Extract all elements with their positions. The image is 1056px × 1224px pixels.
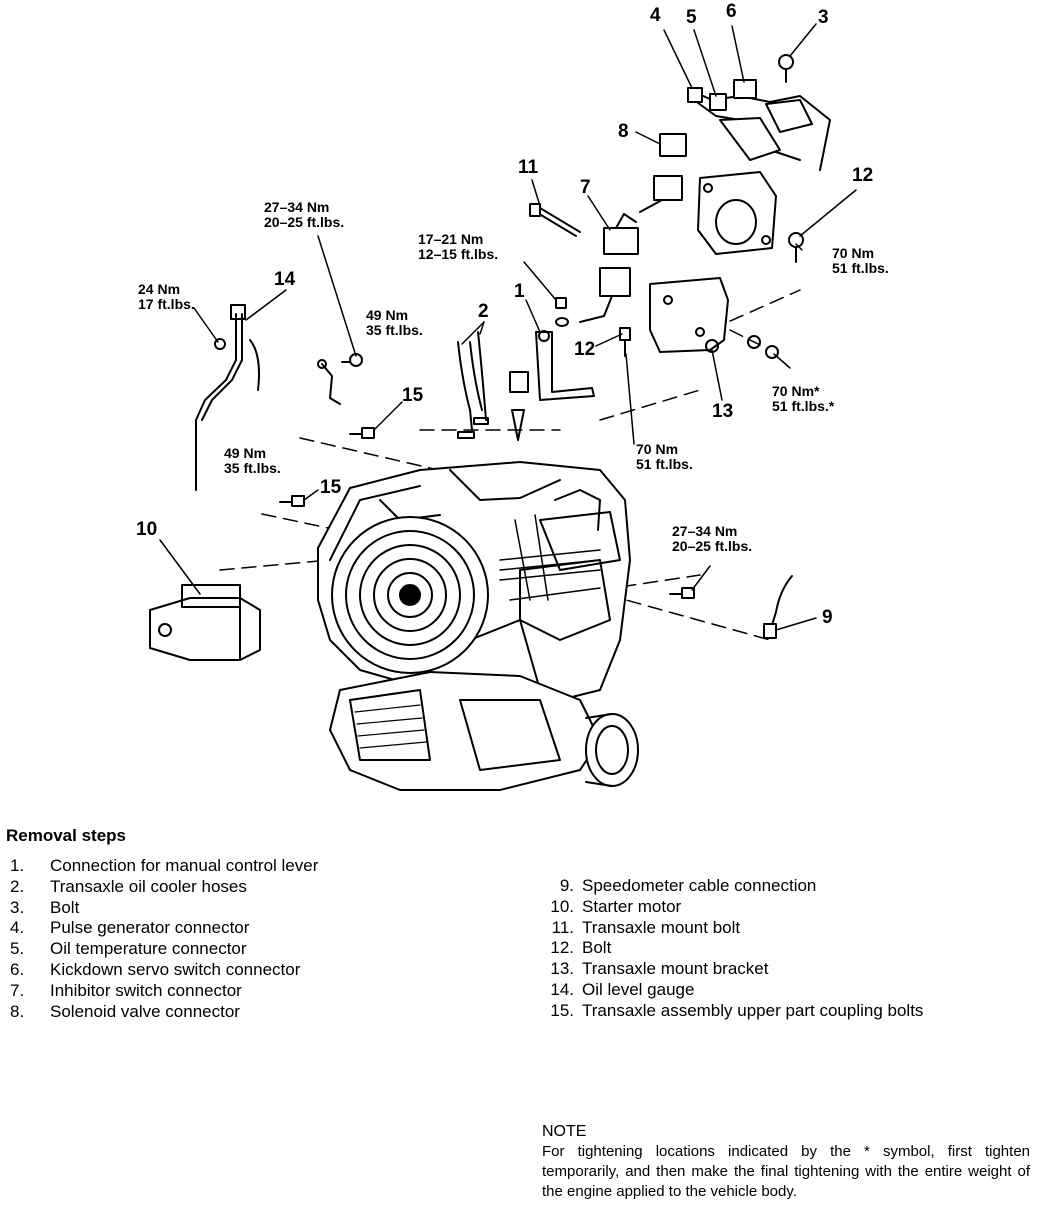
list-item: 4.Pulse generator connector <box>10 918 250 938</box>
bolt-12-upper <box>788 232 804 263</box>
bolt-3 <box>778 54 794 83</box>
bracket-bolt-27-34-upper <box>341 353 363 367</box>
clip <box>317 359 341 405</box>
bolt-15-lower <box>279 495 305 507</box>
bolt-15-upper <box>349 427 375 439</box>
list-item: 10.Starter motor <box>550 896 682 916</box>
nut-17-21 <box>555 297 569 327</box>
list-item: 11.Transaxle mount bolt <box>551 917 741 937</box>
transfer-case <box>329 671 639 791</box>
note-text: For tightening locations indicated by th… <box>542 1143 1030 1200</box>
callout-14: 14 <box>274 269 296 290</box>
nuts-70nm-star <box>747 335 779 359</box>
bolts <box>279 54 804 599</box>
note-block: NOTE For tightening locations indicated … <box>542 1122 1030 1202</box>
removal-steps-list-right: 9.Speedometer cable connection 10.Starte… <box>540 876 923 1022</box>
callout-1: 1 <box>514 281 525 302</box>
starter-motor <box>149 584 261 661</box>
list-item: 13.Transaxle mount bracket <box>550 959 769 979</box>
list-item: 9.Speedometer cable connection <box>559 876 817 895</box>
oil-level-gauge <box>195 304 260 491</box>
callout-6: 6 <box>726 1 737 22</box>
callout-4: 4 <box>650 5 661 26</box>
callout-8: 8 <box>618 121 629 142</box>
transaxle-mount <box>697 171 777 255</box>
torque-converter <box>331 516 489 674</box>
callout-15-lower: 15 <box>320 477 342 498</box>
oil-cooler-hoses <box>457 331 489 439</box>
callout-5: 5 <box>686 7 697 28</box>
list-item: 15.Transaxle assembly upper part couplin… <box>550 1000 924 1020</box>
bolt-11 <box>529 203 581 237</box>
list-item: 8.Solenoid valve connector <box>10 1001 240 1021</box>
callout-12-lower: 12 <box>574 339 596 360</box>
list-item: 2.Transaxle oil cooler hoses <box>10 876 247 896</box>
callout-13: 13 <box>712 401 734 422</box>
speedometer-cable <box>763 575 793 639</box>
bolt-12-lower <box>619 327 631 357</box>
callout-3: 3 <box>818 7 829 28</box>
list-item: 7.Inhibitor switch connector <box>10 980 242 1000</box>
list-item: 1.Connection for manual control lever <box>10 856 319 875</box>
note-title: NOTE <box>542 1123 587 1140</box>
transaxle-exploded-diagram <box>149 23 857 791</box>
bolt-torque-27-34 <box>669 587 695 599</box>
transaxle-mount-bracket <box>649 277 729 353</box>
callout-9: 9 <box>822 607 833 628</box>
removal-steps-title: Removal steps <box>6 826 126 845</box>
inhibitor-switch-connector <box>579 213 639 323</box>
wiring-harness <box>687 79 831 171</box>
list-item: 3.Bolt <box>10 897 80 917</box>
list-item: 5.Oil temperature connector <box>10 939 247 959</box>
callout-11: 11 <box>518 157 539 178</box>
callout-15-upper: 15 <box>402 385 424 406</box>
solenoid-valve-connector <box>639 133 687 213</box>
removal-steps-list-left: 1.Connection for manual control lever 2.… <box>10 856 318 1022</box>
list-item: 12.Bolt <box>550 938 612 958</box>
callout-2: 2 <box>478 301 489 322</box>
list-item: 14.Oil level gauge <box>550 979 695 999</box>
list-item: 6.Kickdown servo switch connector <box>10 959 301 979</box>
torque-label-mount-nut-star: 70 Nm*51 ft.lbs.* <box>772 383 835 414</box>
manual-control-lever <box>509 330 595 441</box>
callout-10: 10 <box>136 519 158 540</box>
callout-7: 7 <box>580 177 591 198</box>
leader-lines <box>159 23 857 631</box>
callout-12-upper: 12 <box>852 165 874 186</box>
